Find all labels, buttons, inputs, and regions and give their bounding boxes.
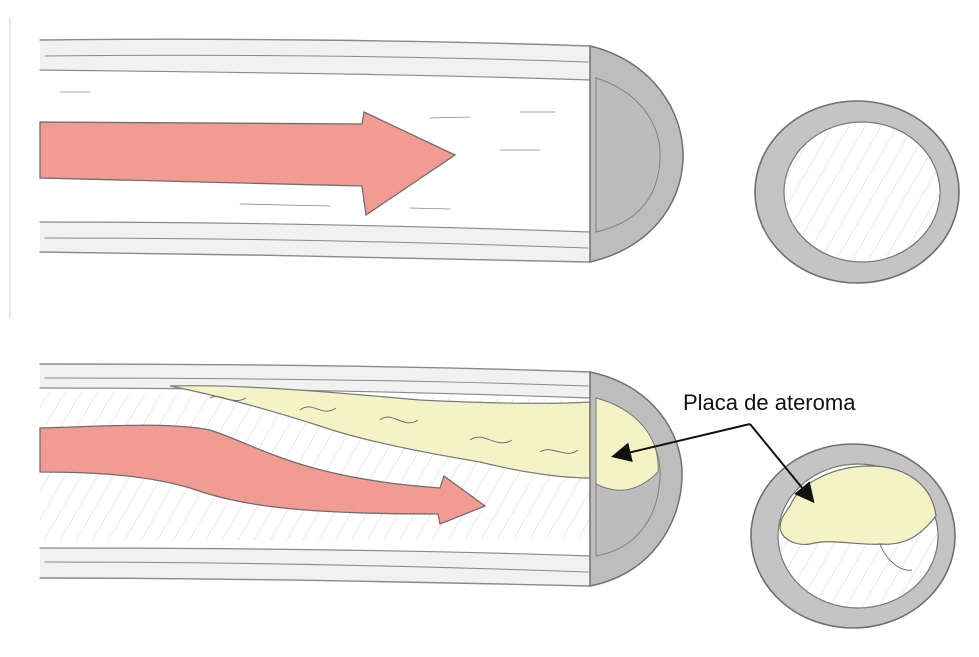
blood-flow-arrow-healthy (40, 112, 455, 215)
plaque-label: Placa de ateroma (683, 390, 855, 416)
healthy-artery-cross-section (755, 101, 959, 283)
diseased-artery-cross-section (751, 444, 955, 628)
